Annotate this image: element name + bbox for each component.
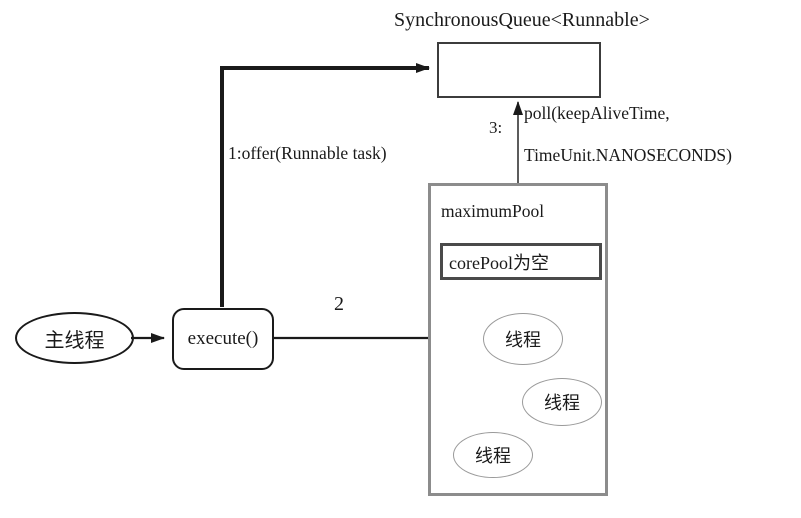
poll-label-line2: TimeUnit.NANOSECONDS)	[524, 145, 732, 165]
queue-title: SynchronousQueue<Runnable>	[394, 9, 650, 31]
thread-node: 线程	[453, 432, 533, 478]
offer-label: 1:offer(Runnable task)	[228, 143, 387, 163]
synchronous-queue-box	[437, 42, 601, 98]
core-pool-label: corePool为空	[449, 252, 549, 273]
offer-arrow	[220, 63, 430, 307]
poll-label-line1: poll(keepAliveTime,	[524, 103, 670, 123]
maximum-pool-label: maximumPool	[441, 201, 545, 221]
main-thread-node: 主线程	[15, 312, 134, 364]
thread-label: 线程	[505, 330, 541, 350]
core-pool-box: corePool为空	[440, 243, 602, 280]
execute-label: execute()	[187, 328, 259, 349]
thread-node: 线程	[522, 378, 602, 426]
step3-label: 3:	[489, 118, 503, 137]
main-thread-label: 主线程	[44, 329, 105, 352]
thread-label: 线程	[544, 393, 580, 413]
maximum-pool-box: maximumPool corePool为空 线程 线程 线程	[428, 183, 608, 496]
thread-label: 线程	[475, 446, 511, 466]
step2-label: 2	[334, 293, 344, 315]
thread-node: 线程	[483, 313, 563, 365]
execute-node: execute()	[172, 308, 274, 370]
